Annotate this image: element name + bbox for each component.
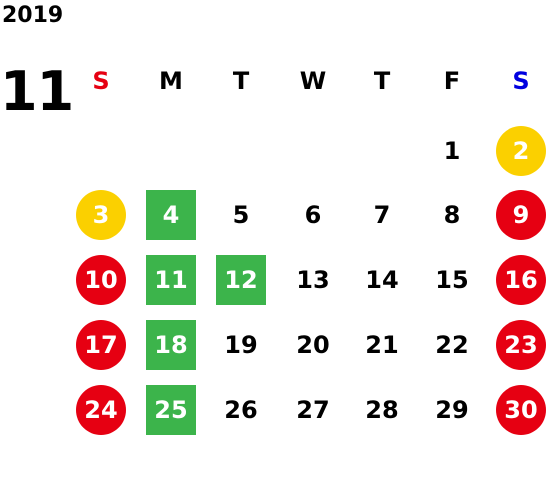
weekday-label-sun: S xyxy=(92,67,110,95)
year-label: 2019 xyxy=(2,3,64,28)
day-cell-15[interactable]: 15 xyxy=(435,266,469,294)
day-cell-11[interactable]: 11 xyxy=(146,255,196,305)
day-cell-16[interactable]: 16 xyxy=(496,255,546,305)
day-cell-12[interactable]: 12 xyxy=(216,255,266,305)
day-cell-4[interactable]: 4 xyxy=(146,190,196,240)
day-cell-20[interactable]: 20 xyxy=(296,331,330,359)
day-cell-25[interactable]: 25 xyxy=(146,385,196,435)
day-cell-21[interactable]: 21 xyxy=(365,331,399,359)
day-cell-6[interactable]: 6 xyxy=(304,201,322,229)
day-cell-13[interactable]: 13 xyxy=(296,266,330,294)
day-cell-7[interactable]: 7 xyxy=(373,201,391,229)
day-cell-23[interactable]: 23 xyxy=(496,320,546,370)
weekday-label-thu: T xyxy=(373,67,391,95)
day-cell-19[interactable]: 19 xyxy=(224,331,258,359)
day-cell-9[interactable]: 9 xyxy=(496,190,546,240)
day-cell-27[interactable]: 27 xyxy=(296,396,330,424)
day-cell-29[interactable]: 29 xyxy=(435,396,469,424)
day-cell-17[interactable]: 17 xyxy=(76,320,126,370)
weekday-label-sat: S xyxy=(512,67,530,95)
weekday-label-wed: W xyxy=(299,67,327,95)
day-cell-26[interactable]: 26 xyxy=(224,396,258,424)
day-cell-3[interactable]: 3 xyxy=(76,190,126,240)
day-cell-18[interactable]: 18 xyxy=(146,320,196,370)
weekday-label-mon: M xyxy=(159,67,183,95)
day-cell-22[interactable]: 22 xyxy=(435,331,469,359)
day-cell-28[interactable]: 28 xyxy=(365,396,399,424)
day-cell-8[interactable]: 8 xyxy=(443,201,461,229)
month-number: 11 xyxy=(0,60,74,123)
day-cell-14[interactable]: 14 xyxy=(365,266,399,294)
day-cell-2[interactable]: 2 xyxy=(496,126,546,176)
day-cell-5[interactable]: 5 xyxy=(232,201,250,229)
day-cell-1[interactable]: 1 xyxy=(443,137,461,165)
day-cell-30[interactable]: 30 xyxy=(496,385,546,435)
day-cell-24[interactable]: 24 xyxy=(76,385,126,435)
weekday-label-fri: F xyxy=(443,67,461,95)
day-cell-10[interactable]: 10 xyxy=(76,255,126,305)
weekday-label-tue: T xyxy=(232,67,250,95)
